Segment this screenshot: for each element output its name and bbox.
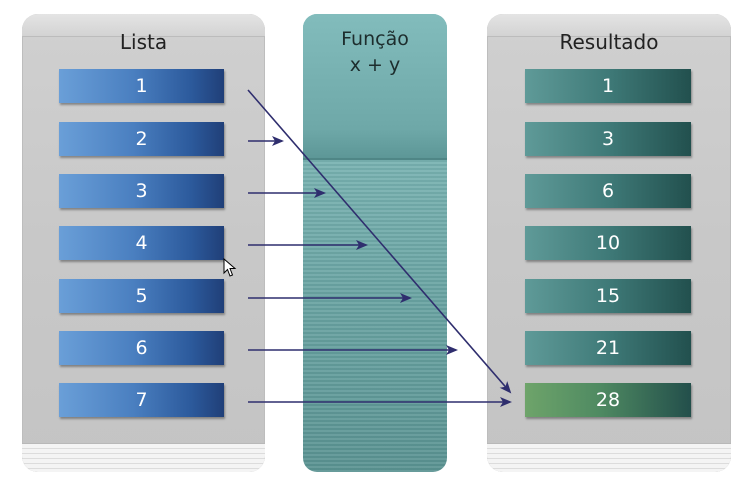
list-item-7: 7: [59, 383, 224, 417]
list-item-5: 5: [59, 279, 224, 313]
result-item-1: 1: [525, 69, 691, 103]
list-item-6: 6: [59, 331, 224, 365]
function-column: Função x + y: [303, 14, 447, 472]
result-item-7: 28: [525, 383, 691, 417]
function-name: Função: [341, 28, 409, 50]
result-item-4: 10: [525, 226, 691, 260]
list-panel-footer: [22, 443, 265, 472]
result-item-2: 3: [525, 122, 691, 156]
list-item-1: 1: [59, 69, 224, 103]
list-item-2: 2: [59, 122, 224, 156]
list-item-3: 3: [59, 174, 224, 208]
result-panel-footer: [487, 443, 731, 472]
list-title: Lista: [119, 30, 168, 54]
function-expression: x + y: [349, 54, 401, 76]
result-item-5: 15: [525, 279, 691, 313]
mouse-cursor-icon: [223, 258, 237, 277]
result-item-6: 21: [525, 331, 691, 365]
list-item-4: 4: [59, 226, 224, 260]
result-title: Resultado: [559, 30, 659, 54]
result-item-3: 6: [525, 174, 691, 208]
function-header: Função x + y: [303, 14, 447, 160]
